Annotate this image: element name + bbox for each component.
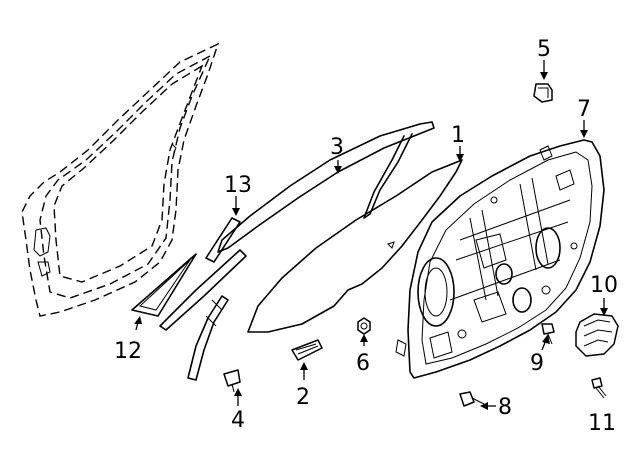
part-2-glass-bracket bbox=[291, 339, 323, 361]
callout-1: 1 bbox=[451, 123, 465, 148]
part-1-door-glass bbox=[247, 159, 463, 333]
callout-4: 4 bbox=[231, 408, 245, 433]
callout-12: 12 bbox=[114, 339, 142, 364]
callout-7: 7 bbox=[577, 97, 591, 122]
callout-8: 8 bbox=[498, 395, 512, 420]
division-channel bbox=[159, 249, 247, 381]
leader-lines bbox=[134, 60, 608, 410]
part-13-trim-strip bbox=[205, 217, 241, 263]
callout-3: 3 bbox=[330, 135, 344, 160]
door-shell-outline bbox=[21, 42, 220, 317]
callout-11: 11 bbox=[588, 411, 616, 436]
part-12-quarter-glass bbox=[131, 253, 197, 317]
part-9-screw bbox=[541, 323, 555, 345]
callout-5: 5 bbox=[537, 37, 551, 62]
part-8-bolt bbox=[459, 391, 485, 407]
part-3-glass-run-channel bbox=[217, 121, 435, 253]
part-7-door-module-panel bbox=[395, 139, 605, 379]
part-11-bolt bbox=[591, 377, 607, 399]
callout-10: 10 bbox=[590, 273, 618, 298]
callout-9: 9 bbox=[530, 351, 544, 376]
callout-13: 13 bbox=[224, 173, 252, 198]
callout-6: 6 bbox=[356, 351, 370, 376]
callout-2: 2 bbox=[296, 385, 310, 410]
part-10-regulator-motor bbox=[575, 313, 619, 357]
part-4-bolt bbox=[223, 369, 241, 393]
part-5-clip bbox=[533, 83, 553, 103]
part-6-nut bbox=[357, 317, 371, 335]
